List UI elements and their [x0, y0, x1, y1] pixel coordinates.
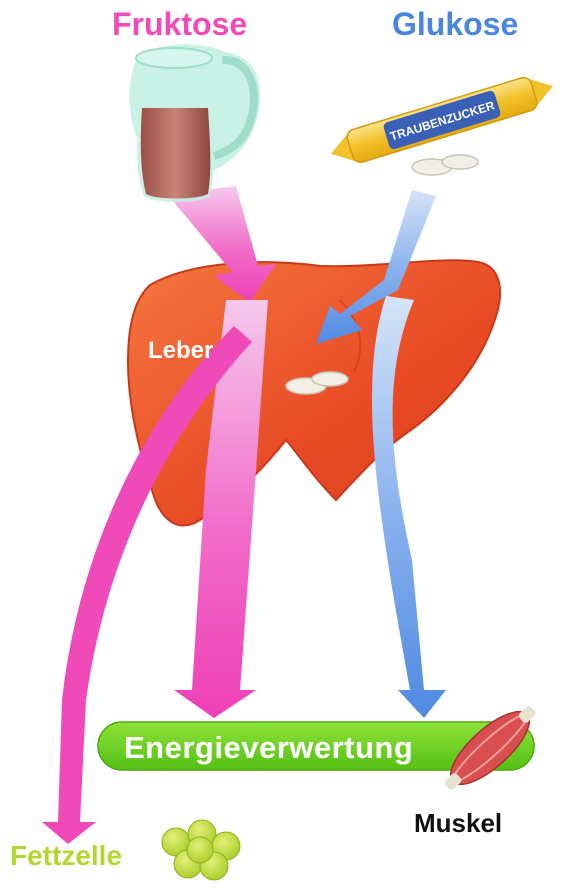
leber-label: Leber — [148, 337, 213, 365]
pitcher-icon — [129, 44, 260, 202]
fat-cell-icon — [162, 820, 240, 880]
muskel-label: Muskel — [414, 808, 502, 839]
fettzelle-label: Fettzelle — [10, 840, 122, 872]
glucose-tablet-icon — [412, 155, 478, 175]
glukose-label: Glukose — [392, 6, 518, 43]
glucose-candy-roll-icon: TRAUBENZUCKER — [326, 70, 558, 170]
fruktose-label: Fruktose — [112, 6, 247, 43]
energieverwertung-label: Energieverwertung — [124, 730, 413, 766]
